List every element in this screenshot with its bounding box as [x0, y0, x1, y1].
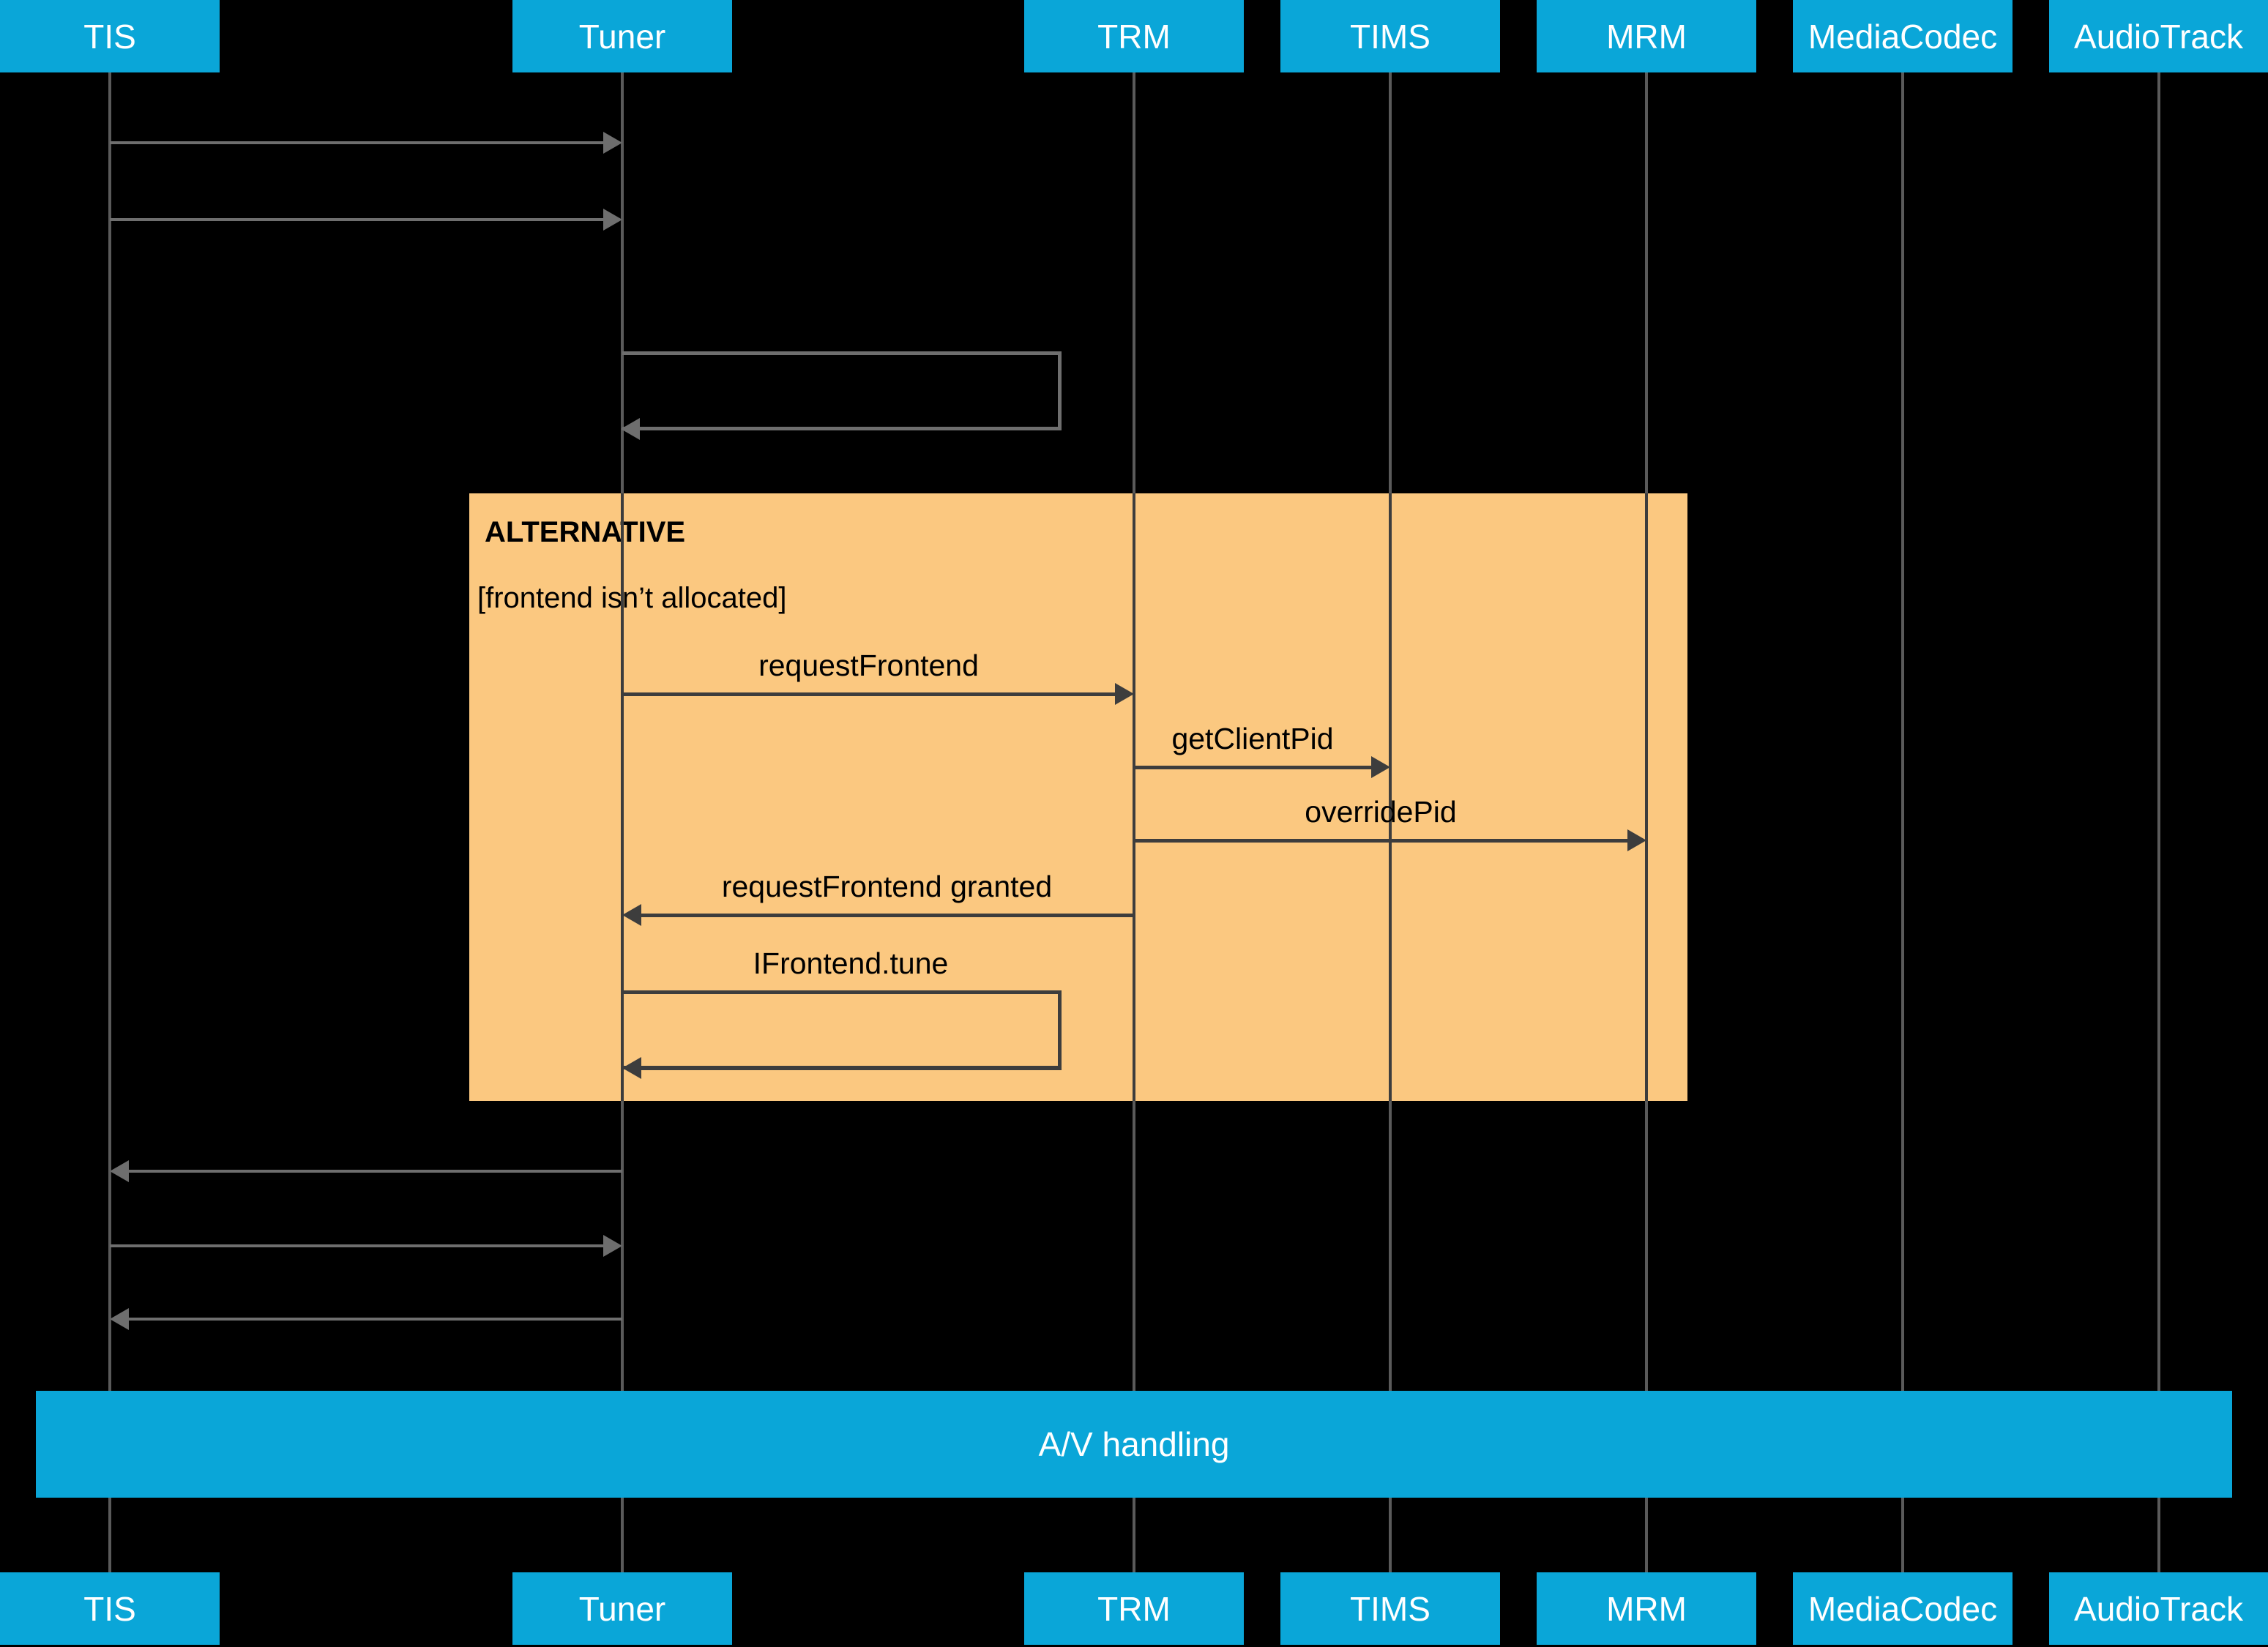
message-1-arrowhead	[603, 132, 622, 154]
message-8-return-line	[640, 1067, 1062, 1070]
actor-header-tims-label: TIMS	[1350, 17, 1430, 56]
actor-header-tis-label: TIS	[83, 17, 136, 56]
actor-footer-tuner[interactable]: Tuner	[512, 1572, 732, 1645]
message-7-line	[640, 914, 1134, 917]
message-4-arrowhead	[1115, 683, 1134, 705]
lifeline-mediacodec	[1901, 72, 1904, 1572]
actor-footer-tuner-label: Tuner	[578, 1589, 666, 1628]
actor-header-mediacodec[interactable]: MediaCodec	[1793, 0, 2013, 72]
message-7-arrowhead	[622, 904, 641, 926]
message-5-label: getClientPid	[1171, 722, 1334, 755]
actor-header-trm[interactable]: TRM	[1024, 0, 1244, 72]
lifeline-tims-over-fragment	[1389, 493, 1392, 1101]
message-8-selfcall-box	[622, 990, 1062, 1069]
message-9-line	[127, 1170, 622, 1173]
actor-header-tims[interactable]: TIMS	[1280, 0, 1500, 72]
message-5-line	[1134, 766, 1371, 769]
alternative-fragment-title: ALTERNATIVE	[485, 516, 686, 548]
message-6-arrowhead	[1627, 829, 1646, 851]
actor-footer-tis[interactable]: TIS	[0, 1572, 220, 1645]
actor-footer-tims[interactable]: TIMS	[1280, 1572, 1500, 1645]
actor-header-mediacodec-label: MediaCodec	[1808, 17, 1998, 56]
message-5-arrowhead	[1371, 756, 1390, 778]
message-8-label: IFrontend.tune	[753, 946, 949, 980]
actor-footer-mediacodec[interactable]: MediaCodec	[1793, 1572, 2013, 1645]
lifeline-mrm-over-fragment	[1645, 493, 1648, 1101]
actor-header-audiotrack[interactable]: AudioTrack	[2049, 0, 2268, 72]
message-10-arrowhead	[603, 1235, 622, 1257]
lifeline-tuner-over-fragment	[621, 493, 624, 1101]
message-10-line	[110, 1244, 603, 1247]
message-3-selfcall-box	[622, 351, 1062, 430]
message-4-line	[622, 692, 1115, 696]
actor-footer-trm-label: TRM	[1097, 1589, 1171, 1628]
message-3-arrowhead	[621, 418, 640, 440]
alternative-fragment-guard: [frontend isn’t allocated]	[477, 582, 787, 614]
av-handling-bar[interactable]: A/V handling	[36, 1391, 2232, 1498]
message-8-arrowhead	[622, 1057, 641, 1079]
actor-header-trm-label: TRM	[1097, 17, 1171, 56]
actor-header-audiotrack-label: AudioTrack	[2074, 17, 2243, 56]
actor-footer-audiotrack[interactable]: AudioTrack	[2049, 1572, 2268, 1645]
actor-footer-trm[interactable]: TRM	[1024, 1572, 1244, 1645]
message-6-line	[1134, 839, 1627, 843]
actor-footer-audiotrack-label: AudioTrack	[2074, 1589, 2243, 1628]
message-2-arrowhead	[603, 209, 622, 231]
actor-header-tuner-label: Tuner	[578, 17, 666, 56]
actor-footer-tis-label: TIS	[83, 1589, 136, 1628]
av-handling-bar-label: A/V handling	[1038, 1425, 1230, 1463]
message-1-line	[110, 141, 603, 144]
lifeline-trm-over-fragment	[1133, 493, 1135, 1101]
actor-footer-mrm-label: MRM	[1606, 1589, 1687, 1628]
message-9-arrowhead	[110, 1160, 129, 1182]
actor-header-mrm[interactable]: MRM	[1537, 0, 1756, 72]
alternative-fragment	[469, 493, 1687, 1101]
actor-header-tuner[interactable]: Tuner	[512, 0, 732, 72]
actor-footer-mediacodec-label: MediaCodec	[1808, 1589, 1998, 1628]
actor-footer-mrm[interactable]: MRM	[1537, 1572, 1756, 1645]
actor-header-mrm-label: MRM	[1606, 17, 1687, 56]
message-2-line	[110, 218, 603, 221]
message-7-label: requestFrontend granted	[721, 870, 1053, 903]
message-11-arrowhead	[110, 1308, 129, 1330]
actor-footer-tims-label: TIMS	[1350, 1589, 1430, 1628]
message-3-return-line	[637, 427, 1062, 430]
message-6-label: overridePid	[1305, 795, 1457, 829]
actor-header-tis[interactable]: TIS	[0, 0, 220, 72]
lifeline-tis	[108, 72, 111, 1572]
message-11-line	[127, 1318, 622, 1321]
lifeline-audiotrack	[2157, 72, 2160, 1572]
message-4-label: requestFrontend	[758, 649, 979, 682]
